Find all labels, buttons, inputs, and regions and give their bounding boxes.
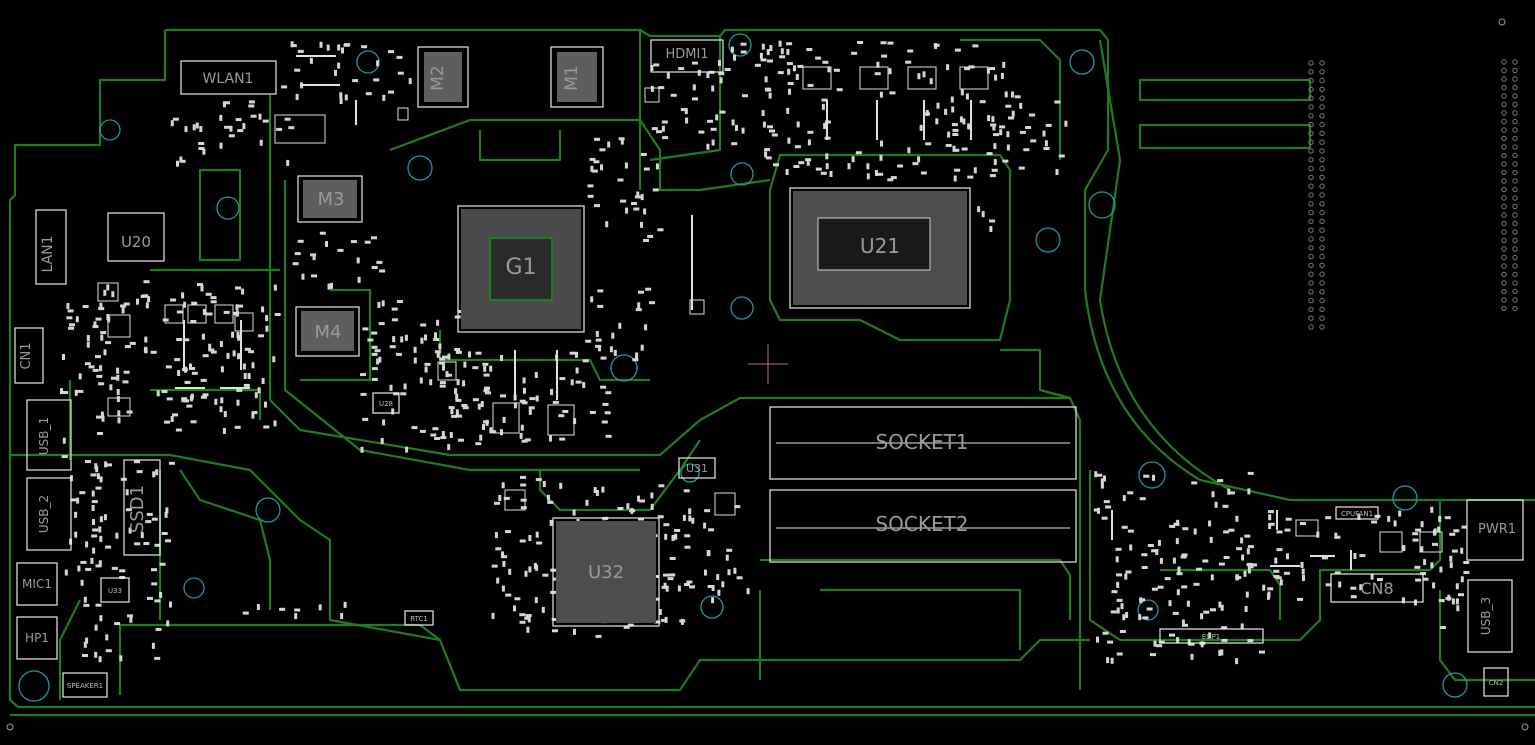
- cursor-crosshair: [748, 344, 788, 384]
- u28-label: U28: [379, 400, 393, 408]
- socket1-label: SOCKET1: [875, 430, 968, 454]
- headphone-jack[interactable]: HP1: [16, 616, 58, 660]
- mounting-holes: [18, 33, 1468, 702]
- u21-label: U21: [860, 234, 900, 258]
- memory-chip-m3[interactable]: M3: [297, 175, 363, 223]
- connector-cn2[interactable]: CN2: [1483, 667, 1509, 697]
- edge-connector-pins: [6, 18, 1529, 731]
- chip-u33[interactable]: U33: [100, 577, 130, 603]
- gpu-g1[interactable]: G1: [457, 205, 585, 333]
- usb-port-3[interactable]: USB_3: [1467, 579, 1513, 653]
- wlan-connector[interactable]: WLAN1: [180, 60, 277, 95]
- hdmi-connector[interactable]: HDMI1: [650, 39, 724, 73]
- ram-socket-1[interactable]: SOCKET1: [769, 406, 1077, 480]
- cpufan-label: CPUFAN1: [1341, 510, 1373, 518]
- chip-u20[interactable]: U20: [107, 212, 165, 262]
- u32-label: U32: [588, 562, 624, 583]
- connector-cn8[interactable]: CN8: [1330, 573, 1424, 603]
- speaker-label: SPEAKER1: [67, 682, 103, 690]
- u33-label: U33: [108, 587, 122, 595]
- lan-label: LAN1: [40, 235, 56, 272]
- m2-label: M2: [428, 65, 448, 90]
- connector-cn1[interactable]: CN1: [14, 327, 44, 384]
- ssd-connector[interactable]: SSD1: [123, 459, 161, 556]
- hp-label: HP1: [25, 631, 49, 645]
- g1-label: G1: [505, 255, 536, 280]
- lan-connector[interactable]: LAN1: [35, 209, 67, 285]
- cn2-label: CN2: [1489, 679, 1504, 687]
- power-jack[interactable]: PWR1: [1466, 499, 1524, 561]
- usb-port-2[interactable]: USB_2: [26, 477, 72, 551]
- chip-u28[interactable]: U28: [372, 392, 400, 414]
- cpu-u21[interactable]: U21: [789, 187, 971, 309]
- trace-layer: [8, 28, 1535, 717]
- cn1-label: CN1: [19, 342, 34, 369]
- mic-label: MIC1: [22, 577, 52, 591]
- cpu-fan-connector[interactable]: CPUFAN1: [1335, 506, 1379, 520]
- u20-label: U20: [121, 233, 151, 251]
- m3-label: M3: [318, 189, 345, 210]
- usb2-label: USB_2: [37, 495, 51, 533]
- wlan-label: WLAN1: [203, 71, 254, 87]
- ram-socket-2[interactable]: SOCKET2: [769, 489, 1077, 563]
- usb3-label: USB_3: [1479, 597, 1493, 635]
- cn8-label: CN8: [1360, 579, 1393, 598]
- pwr-label: PWR1: [1478, 522, 1516, 537]
- chip-u31[interactable]: U31: [678, 457, 716, 479]
- ssd-label: SSD1: [127, 485, 148, 533]
- m1-label: M1: [562, 65, 582, 90]
- rtc-label: RTC1: [410, 615, 428, 623]
- speaker-connector[interactable]: SPEAKER1: [62, 672, 108, 698]
- mic-jack[interactable]: MIC1: [16, 562, 58, 606]
- rtc-connector[interactable]: RTC1: [404, 610, 434, 626]
- usb-port-1[interactable]: USB_1: [26, 399, 72, 471]
- socket2-label: SOCKET2: [875, 512, 968, 536]
- memory-chip-m1[interactable]: M1: [550, 46, 604, 108]
- u31-label: U31: [686, 462, 708, 475]
- pch-u32[interactable]: U32: [552, 517, 660, 627]
- usb1-label: USB_1: [37, 417, 51, 455]
- m4-label: M4: [315, 322, 342, 343]
- memory-chip-m2[interactable]: M2: [417, 46, 469, 108]
- memory-chip-m4[interactable]: M4: [295, 306, 360, 357]
- hdmi-label: HDMI1: [665, 47, 708, 62]
- edp-connector[interactable]: EDP1: [1159, 628, 1264, 644]
- edp-label: EDP1: [1202, 633, 1221, 641]
